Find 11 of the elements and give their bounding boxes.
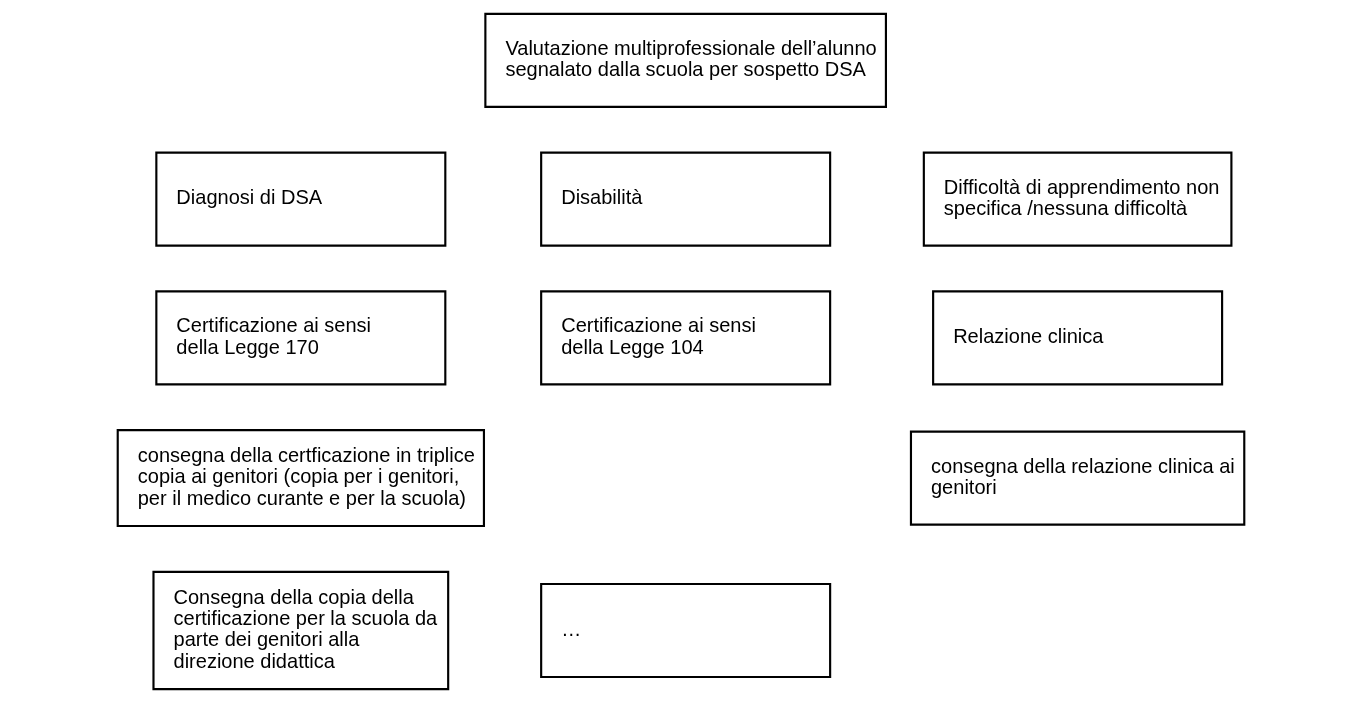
node-box: Difficoltà di apprendimento non specifica /nessuna difficoltà <box>922 151 1233 247</box>
node-box: Valutazione multiprofessionale dell’alunno segnalato dalla scuola per sospetto DSA <box>484 12 887 108</box>
node-box: consegna della relazione clinica ai genitori <box>909 430 1246 526</box>
node-box: Disabilità <box>540 151 832 247</box>
node-box: consegna della certficazione in triplice copia ai genitori (copia per i genitori, per il medico curante e per la scuola) <box>116 429 485 528</box>
node-box: … <box>540 582 832 679</box>
node-box: Consegna della copia della certificazione per la scuola da parte dei genitori alla direzione didattica <box>152 570 450 691</box>
node-box: Diagnosi di DSA <box>155 151 447 247</box>
node-box: Relazione clinica <box>932 290 1224 386</box>
node-box: Certificazione ai sensi della Legge 104 <box>540 290 832 386</box>
node-box: Certificazione ai sensi della Legge 170 <box>155 290 447 386</box>
